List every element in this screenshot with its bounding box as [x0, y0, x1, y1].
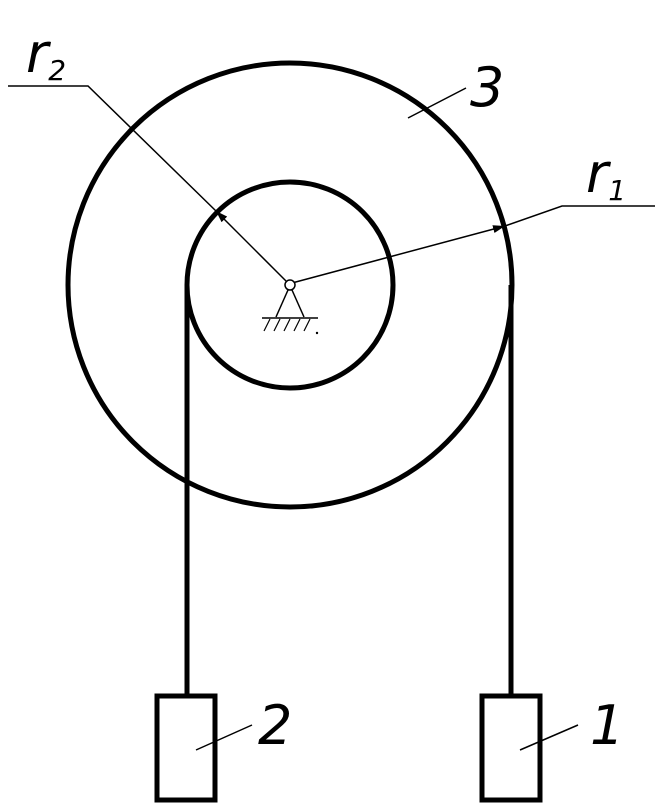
- r2-leader: [8, 85, 217, 212]
- label-r2: r2: [26, 22, 66, 87]
- leader-wheel-3: [407, 87, 467, 119]
- leader-weight-1: [519, 724, 579, 751]
- pivot-support: [262, 279, 319, 335]
- label-wheel-3: 3: [470, 56, 504, 119]
- leader-weight-2: [195, 724, 253, 751]
- r1-arrow: [291, 225, 506, 284]
- weight-2: [154, 693, 218, 803]
- label-r1: r1: [586, 142, 626, 207]
- label-weight-1: 1: [590, 694, 624, 757]
- label-weight-2: 2: [258, 694, 292, 757]
- r1-leader: [504, 205, 655, 227]
- weight-1: [479, 693, 543, 803]
- r2-arrow: [215, 210, 287, 282]
